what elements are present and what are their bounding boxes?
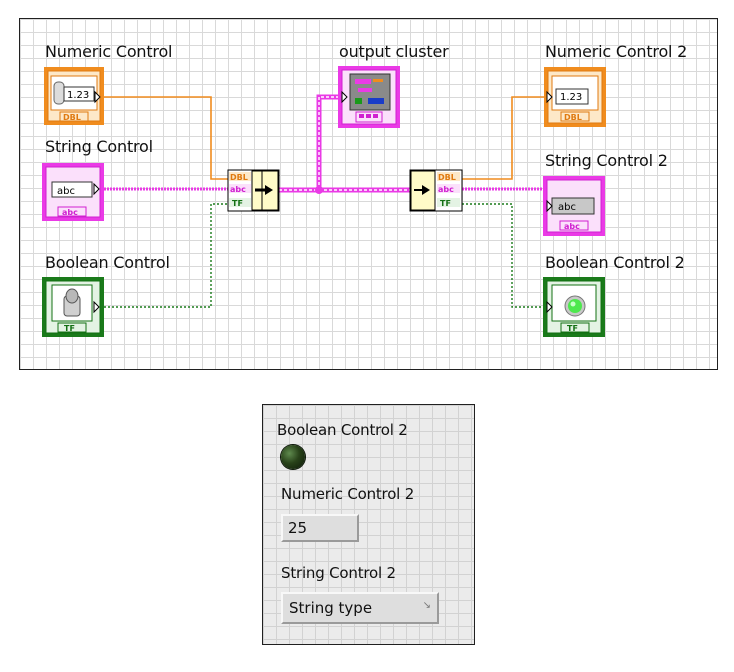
unbundle-node[interactable]: DBL abc TF (409, 169, 463, 212)
fp-numeric-label: Numeric Control 2 (281, 485, 415, 503)
boolean-control-2-terminal[interactable]: TF (543, 277, 605, 337)
fp-string-value: String type (289, 599, 373, 617)
boolean-wire-out[interactable] (462, 203, 545, 308)
svg-text:DBL: DBL (63, 113, 81, 122)
svg-text:abc: abc (438, 185, 454, 194)
string-control-2-terminal[interactable]: abc abc (543, 176, 605, 236)
output-cluster-label: output cluster (339, 42, 449, 61)
svg-text:abc: abc (230, 185, 246, 194)
bundle-node[interactable]: DBL abc TF (227, 169, 280, 212)
fp-string-display[interactable]: String type ↘ (281, 592, 439, 624)
string-control-label: String Control (45, 137, 153, 156)
string-control-2-label: String Control 2 (545, 151, 668, 170)
svg-text:DBL: DBL (438, 173, 456, 182)
numeric-control-2-terminal[interactable]: 1.23 DBL (544, 67, 606, 127)
svg-text:TF: TF (232, 199, 243, 208)
fp-string-label: String Control 2 (281, 564, 396, 582)
numeric-control-2-label: Numeric Control 2 (545, 42, 688, 61)
svg-text:DBL: DBL (230, 173, 248, 182)
svg-text:TF: TF (64, 324, 75, 333)
svg-text:DBL: DBL (564, 113, 582, 122)
boolean-control-2-label: Boolean Control 2 (545, 253, 685, 272)
fp-boolean-label: Boolean Control 2 (277, 421, 408, 439)
numeric-control-label: Numeric Control (45, 42, 173, 61)
svg-text:TF: TF (567, 324, 578, 333)
led-on-icon (568, 299, 582, 313)
svg-text:TF: TF (440, 199, 451, 208)
numeric-wire-out[interactable] (462, 96, 545, 180)
boolean-wire-in[interactable] (104, 203, 228, 308)
cluster-branch-wire[interactable] (315, 94, 339, 194)
fp-boolean-led-icon[interactable] (281, 445, 305, 469)
string-control-terminal[interactable]: abc abc (42, 163, 104, 221)
string-2-value-text: abc (558, 202, 576, 213)
svg-text:abc: abc (564, 222, 580, 231)
numeric-wire-in[interactable] (104, 96, 228, 180)
boolean-control-terminal[interactable]: TF (42, 277, 104, 337)
string-value-text: abc (57, 186, 75, 197)
numeric-value-text: 1.23 (67, 90, 89, 101)
svg-text:abc: abc (62, 208, 78, 217)
fp-numeric-display[interactable]: 25 (281, 514, 359, 542)
resize-arrow-icon: ↘ (422, 600, 431, 611)
boolean-control-label: Boolean Control (45, 253, 170, 272)
numeric-control-terminal[interactable]: 1.23 DBL (44, 67, 104, 125)
output-cluster-terminal[interactable] (338, 66, 400, 128)
numeric-2-value-text: 1.23 (560, 92, 582, 103)
